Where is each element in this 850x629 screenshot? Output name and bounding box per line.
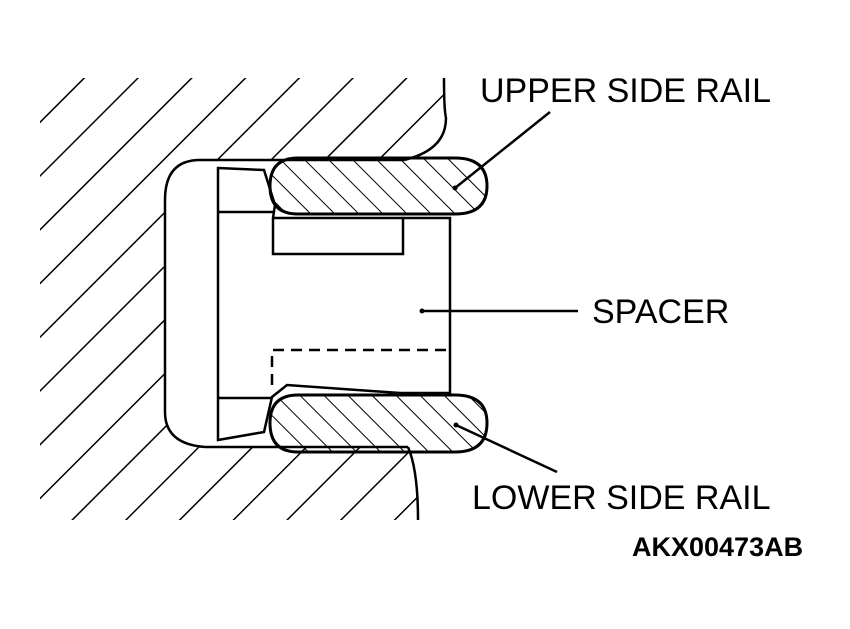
figure-code: AKX00473AB <box>632 532 803 562</box>
lower-side-rail-label: LOWER SIDE RAIL <box>472 479 771 517</box>
upper-side-rail-label: UPPER SIDE RAIL <box>480 72 771 110</box>
upper-rail-leader <box>454 111 551 189</box>
leader-lines <box>419 111 578 474</box>
upper-side-rail <box>268 156 489 216</box>
lower-side-rail <box>268 393 489 454</box>
lower-rail-leader <box>455 423 558 474</box>
piston-body <box>40 77 448 521</box>
spacer-label: SPACER <box>592 293 729 331</box>
spacer <box>216 166 452 442</box>
